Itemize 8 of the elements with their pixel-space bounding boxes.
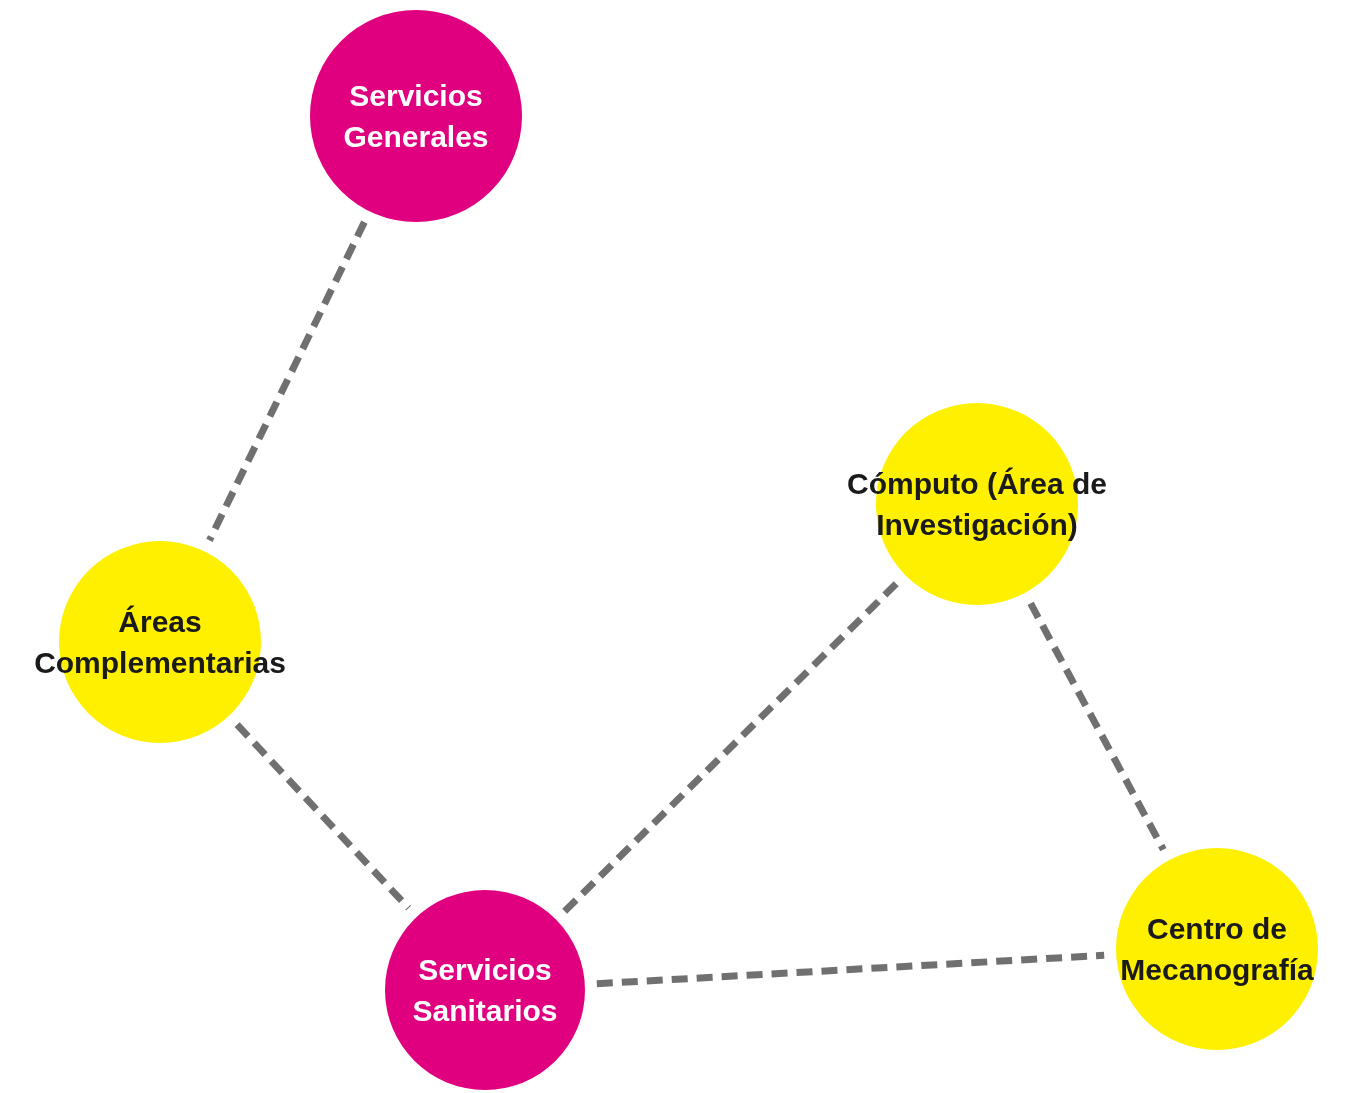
node-label: Centro de Mecanografía [1119, 911, 1315, 988]
dashed-connector [596, 951, 1105, 988]
dashed-connector [206, 220, 368, 542]
node-label: Servicios Sanitarios [411, 952, 559, 1029]
dashed-connector [562, 580, 900, 914]
node-label: Servicios Generales [342, 78, 490, 155]
dashed-connector [1027, 601, 1167, 852]
dashed-connector [234, 722, 412, 911]
